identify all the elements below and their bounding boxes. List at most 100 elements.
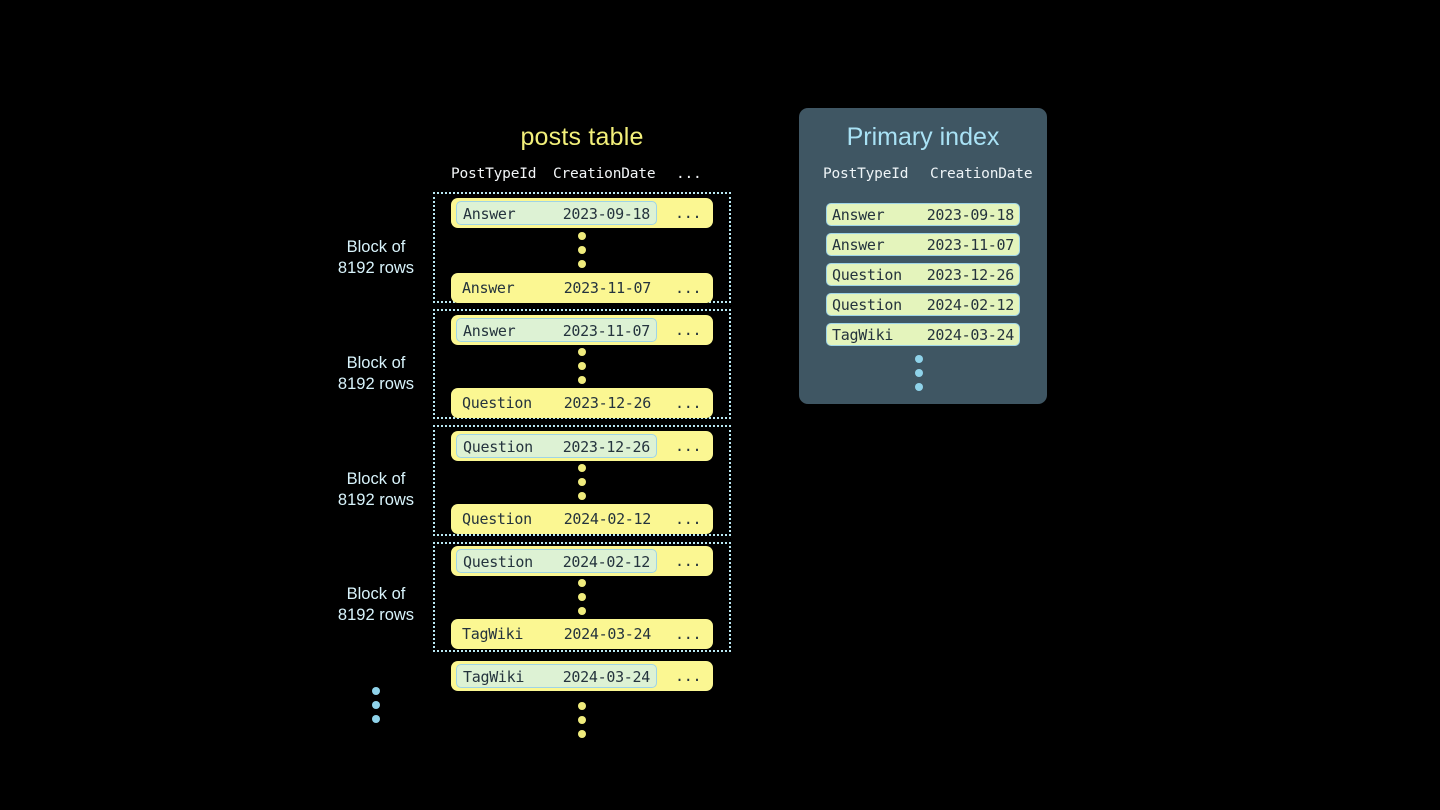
table-row[interactable]: Question 2023-12-26 ... — [451, 388, 713, 418]
block-ellipsis-dots — [372, 687, 380, 729]
index-row[interactable]: Answer 2023-09-18 — [826, 203, 1020, 226]
dot — [578, 716, 586, 724]
column-header-posttypeid: PostTypeId — [823, 166, 909, 182]
cell-ellipsis: ... — [675, 279, 702, 297]
cell-posttypeid: Question — [462, 394, 532, 412]
cell-ellipsis: ... — [675, 625, 702, 643]
dot — [578, 492, 586, 500]
row-key-cells: Answer 2023-11-07 — [456, 318, 657, 342]
dot — [578, 376, 586, 384]
cell-creationdate: 2023-11-07 — [926, 236, 1015, 254]
cell-posttypeid: Question — [463, 553, 533, 571]
index-ellipsis-dots — [915, 355, 923, 397]
cell-creationdate: 2023-11-07 — [563, 279, 652, 297]
block-3-label: Block of 8192 rows — [316, 469, 436, 511]
cell-creationdate: 2023-12-26 — [926, 266, 1015, 284]
cell-creationdate: 2023-09-18 — [562, 205, 651, 223]
cell-creationdate: 2023-11-07 — [562, 322, 651, 340]
dot — [915, 369, 923, 377]
dot — [372, 687, 380, 695]
cell-ellipsis: ... — [675, 321, 702, 339]
index-row[interactable]: Question 2023-12-26 — [826, 263, 1020, 286]
row-key-cells: Question 2024-02-12 — [456, 549, 657, 573]
table-row[interactable]: Answer 2023-11-07 ... — [451, 273, 713, 303]
dot — [578, 702, 586, 710]
index-row[interactable]: TagWiki 2024-03-24 — [826, 323, 1020, 346]
index-column-headers: PostTypeId CreationDate — [823, 166, 1033, 186]
row-key-cells: Answer 2023-11-07 — [456, 276, 657, 300]
cell-creationdate: 2024-02-12 — [926, 296, 1015, 314]
cell-creationdate: 2023-12-26 — [562, 438, 651, 456]
row-key-cells: Question 2023-12-26 — [456, 434, 657, 458]
cell-posttypeid: TagWiki — [463, 668, 525, 686]
cell-posttypeid: Question — [462, 510, 532, 528]
posts-table-title: posts table — [520, 123, 644, 151]
row-ellipsis-dots — [578, 464, 586, 506]
row-key-cells: Question 2024-02-12 — [456, 507, 657, 531]
cell-ellipsis: ... — [675, 552, 702, 570]
cell-creationdate: 2024-02-12 — [562, 553, 651, 571]
cell-creationdate: 2024-03-24 — [562, 668, 651, 686]
dot — [915, 383, 923, 391]
dot — [578, 579, 586, 587]
table-row[interactable]: Answer 2023-11-07 ... — [451, 315, 713, 345]
table-row[interactable]: Answer 2023-09-18 ... — [451, 198, 713, 228]
block-2-label-line2: 8192 rows — [337, 375, 415, 393]
cell-creationdate: 2023-09-18 — [926, 206, 1015, 224]
row-ellipsis-dots — [578, 348, 586, 390]
dot — [578, 730, 586, 738]
block-1-label: Block of 8192 rows — [316, 237, 436, 279]
block-2-label: Block of 8192 rows — [316, 353, 436, 395]
row-key-cells: Answer 2023-09-18 — [456, 201, 657, 225]
cell-ellipsis: ... — [675, 437, 702, 455]
column-header-creationdate: CreationDate — [553, 166, 656, 182]
column-header-ellipsis: ... — [676, 166, 702, 182]
primary-index-title: Primary index — [846, 123, 1000, 151]
row-ellipsis-dots — [578, 232, 586, 274]
table-ellipsis-dots — [578, 702, 586, 744]
cell-creationdate: 2024-03-24 — [563, 625, 652, 643]
dot — [578, 260, 586, 268]
table-row[interactable]: Question 2024-02-12 ... — [451, 504, 713, 534]
cell-ellipsis: ... — [675, 204, 702, 222]
block-1-label-line1: Block of — [346, 238, 406, 256]
block-4-label: Block of 8192 rows — [316, 584, 436, 626]
cell-creationdate: 2023-12-26 — [563, 394, 652, 412]
dot — [578, 607, 586, 615]
block-3-label-line1: Block of — [346, 470, 406, 488]
table-row[interactable]: Question 2023-12-26 ... — [451, 431, 713, 461]
dot — [578, 246, 586, 254]
cell-posttypeid: Answer — [832, 206, 885, 224]
table-row[interactable]: Question 2024-02-12 ... — [451, 546, 713, 576]
posts-table-column-headers: PostTypeId CreationDate ... — [451, 166, 713, 186]
row-key-cells: TagWiki 2024-03-24 — [456, 664, 657, 688]
cell-ellipsis: ... — [675, 510, 702, 528]
dot — [372, 701, 380, 709]
index-row[interactable]: Question 2024-02-12 — [826, 293, 1020, 316]
dot — [578, 362, 586, 370]
cell-posttypeid: Question — [463, 438, 533, 456]
dot — [578, 348, 586, 356]
cell-posttypeid: Answer — [463, 205, 516, 223]
cell-posttypeid: TagWiki — [832, 326, 894, 344]
block-1-label-line2: 8192 rows — [337, 259, 415, 277]
table-row[interactable]: TagWiki 2024-03-24 ... — [451, 619, 713, 649]
dot — [915, 355, 923, 363]
column-header-creationdate: CreationDate — [930, 166, 1033, 182]
index-row[interactable]: Answer 2023-11-07 — [826, 233, 1020, 256]
cell-posttypeid: Question — [832, 266, 902, 284]
cell-posttypeid: TagWiki — [462, 625, 524, 643]
cell-creationdate: 2024-03-24 — [926, 326, 1015, 344]
primary-index-panel: Primary index PostTypeId CreationDate An… — [799, 108, 1047, 404]
dot — [578, 232, 586, 240]
table-row[interactable]: TagWiki 2024-03-24 ... — [451, 661, 713, 691]
row-key-cells: TagWiki 2024-03-24 — [456, 622, 657, 646]
cell-posttypeid: Answer — [462, 279, 515, 297]
block-3 — [433, 425, 731, 536]
row-ellipsis-dots — [578, 579, 586, 621]
block-4 — [433, 542, 731, 652]
dot — [578, 593, 586, 601]
cell-posttypeid: Question — [832, 296, 902, 314]
cell-posttypeid: Answer — [832, 236, 885, 254]
block-4-label-line2: 8192 rows — [337, 606, 415, 624]
